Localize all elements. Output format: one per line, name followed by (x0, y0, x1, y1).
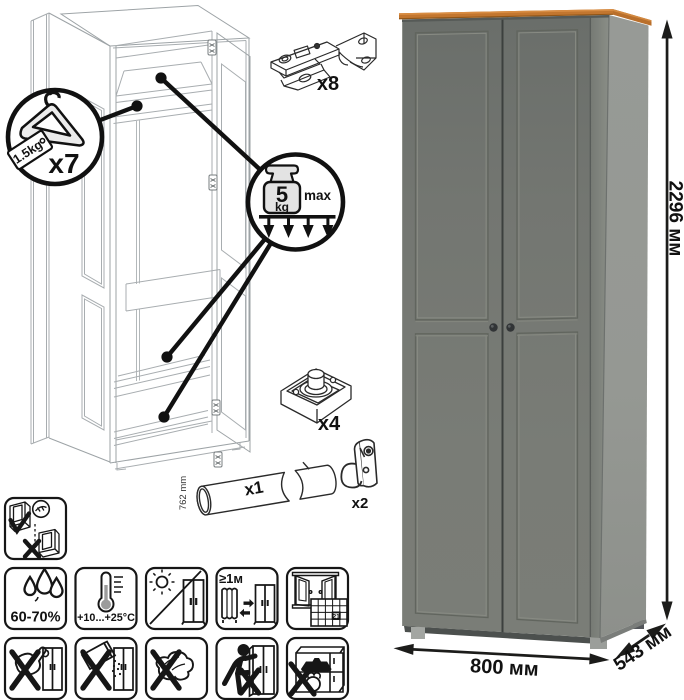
svg-text:max: max (304, 188, 332, 203)
svg-text:60-70%: 60-70% (11, 610, 61, 626)
svg-text:kg: kg (275, 200, 289, 214)
svg-text:x8: x8 (317, 73, 339, 95)
svg-text:800 мм: 800 мм (470, 655, 540, 681)
svg-text:21: 21 (333, 613, 341, 620)
svg-text:x7: x7 (48, 148, 79, 179)
svg-text:+10...+25°C: +10...+25°C (77, 612, 135, 624)
svg-text:≥1м: ≥1м (219, 571, 243, 586)
svg-text:x4: x4 (318, 413, 341, 435)
svg-text:762 mm: 762 mm (178, 476, 189, 510)
svg-text:x2: x2 (352, 495, 369, 512)
svg-text:x1: x1 (243, 478, 265, 500)
svg-text:5: 5 (276, 182, 288, 207)
svg-text:2296 мм: 2296 мм (665, 181, 684, 257)
